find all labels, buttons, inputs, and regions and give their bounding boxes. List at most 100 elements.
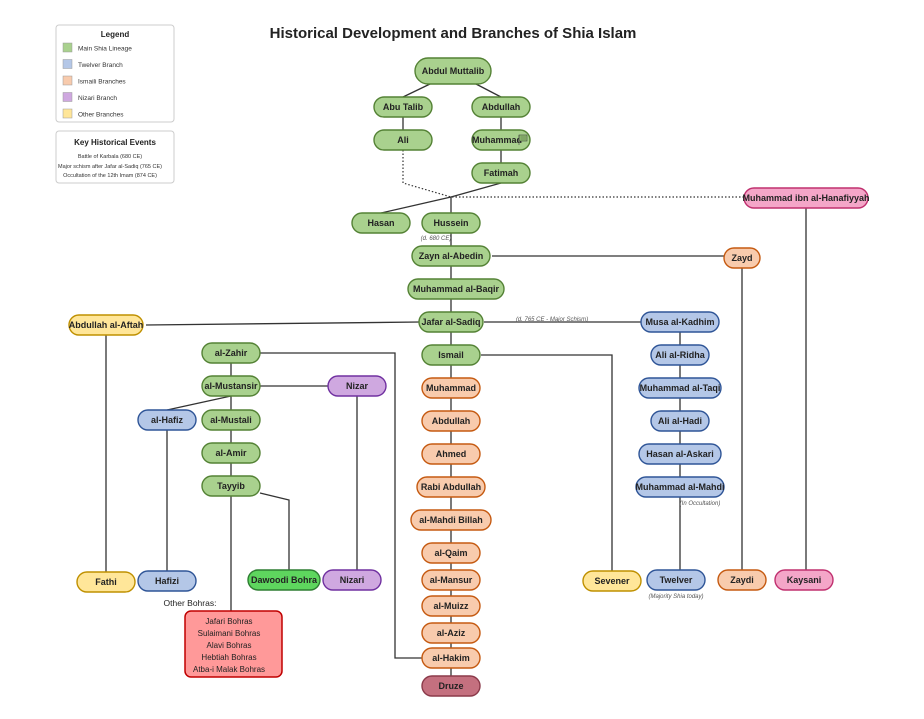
legend-swatch <box>62 42 73 53</box>
node-label: Zaydi <box>730 575 754 585</box>
bohra-hebtiah: Hebtiah Bohras <box>201 653 256 662</box>
node-box <box>421 622 481 644</box>
node-label: Muhammad <box>472 135 522 145</box>
node-nizari: Nizari <box>322 569 382 591</box>
node-mustali: al-Mustali <box>201 409 261 431</box>
node-abdul-muttalib: Abdul Muttalib <box>414 57 492 85</box>
node-box <box>471 162 531 184</box>
node-label: Muhammad al-Mahdi <box>635 482 724 492</box>
node-box <box>640 311 720 333</box>
node-box <box>638 443 722 465</box>
node-box <box>421 212 481 234</box>
node-aftah: Abdullah al-Aftah <box>68 314 144 336</box>
node-label: al-Hafiz <box>151 415 184 425</box>
event-schism: Major schism after Jafar al-Sadiq (765 C… <box>58 164 162 170</box>
node-box <box>201 375 261 397</box>
node-box <box>421 647 481 669</box>
node-box <box>68 314 144 336</box>
edge-muttalib-abutalib <box>402 83 431 98</box>
node-box <box>373 129 433 151</box>
node-hafiz: al-Hafiz <box>137 409 197 431</box>
node-label: Hussein <box>433 218 468 228</box>
legend-label: Other Branches <box>78 112 124 119</box>
legend-title: Legend <box>101 30 130 39</box>
node-label: al-Mahdi Billah <box>419 515 483 525</box>
node-askari: Hasan al-Askari <box>638 443 722 465</box>
node-label: Nizari <box>340 575 365 585</box>
node-box <box>421 569 481 591</box>
node-amir: al-Amir <box>201 442 261 464</box>
node-label: Zayd <box>731 253 752 263</box>
other-bohras-box <box>184 610 283 678</box>
note-hussein: (d. 680 CE) <box>421 236 452 242</box>
legend-swatch <box>62 59 73 69</box>
node-druze: Druze <box>421 675 481 697</box>
node-box <box>327 375 387 397</box>
node-box <box>416 476 486 498</box>
node-box <box>421 377 481 399</box>
node-box <box>650 344 710 366</box>
node-tayyib: Tayyib <box>201 475 261 497</box>
node-label: Tayyib <box>217 481 245 491</box>
page-title: Historical Development and Branches of S… <box>270 25 637 42</box>
node-label: Abdullah <box>482 102 521 112</box>
edge-muttalib-abdullah <box>475 83 502 98</box>
node-label: Druze <box>438 681 463 691</box>
node-is-muhammad: Muhammad <box>421 377 481 399</box>
node-box <box>418 311 484 333</box>
other-bohras-title: Other Bohras: <box>164 598 217 608</box>
flag-icon <box>518 134 528 145</box>
node-label: al-Hakim <box>432 653 470 663</box>
node-box <box>723 247 761 269</box>
edge-ali-dotted <box>402 150 745 198</box>
event-occultation: Occultation of the 12th Imam (874 CE) <box>63 173 157 179</box>
node-label: Rabi Abdullah <box>421 482 481 492</box>
node-ahmed: Ahmed <box>421 443 481 465</box>
node-mansur: al-Mansur <box>421 569 481 591</box>
node-label: Muhammad al-Taqi <box>640 383 721 393</box>
node-label: al-Qaim <box>434 548 467 558</box>
node-box <box>717 569 767 591</box>
node-hasan: Hasan <box>351 212 411 234</box>
note-twelver: (Majority Shia today) <box>648 594 703 600</box>
node-label: Muhammad ibn al-Hanafiyyah <box>742 193 869 203</box>
events-title: Key Historical Events <box>74 138 156 147</box>
node-abu-talib: Abu Talib <box>373 96 433 118</box>
node-dawoodi: Dawoodi Bohra <box>247 569 321 591</box>
events-box <box>55 130 175 184</box>
node-box <box>421 344 481 366</box>
node-label: Hasan al-Askari <box>646 449 714 459</box>
node-label: Fathi <box>95 577 117 587</box>
edge-zahir-hakim <box>260 352 422 659</box>
node-label: Abdullah al-Aftah <box>69 320 144 330</box>
node-label: Hasan <box>367 218 394 228</box>
connectors <box>105 83 807 676</box>
node-sevener: Sevener <box>582 570 642 592</box>
node-label: al-Aziz <box>437 628 466 638</box>
node-box <box>407 278 505 300</box>
node-label: Abu Talib <box>383 102 424 112</box>
node-box <box>201 442 261 464</box>
legend-label: Main Shia Lineage <box>78 46 132 53</box>
node-label: Nizar <box>346 381 369 391</box>
node-box <box>582 570 642 592</box>
node-label: Zayn al-Abedin <box>419 251 484 261</box>
node-box <box>201 475 261 497</box>
node-hakim: al-Hakim <box>421 647 481 669</box>
node-box <box>76 571 136 593</box>
node-box <box>201 342 261 364</box>
node-box <box>635 476 725 498</box>
node-label: Muhammad al-Baqir <box>413 284 500 294</box>
legend-label: Nizari Branch <box>78 95 117 102</box>
node-qaim: al-Qaim <box>421 542 481 564</box>
node-box <box>421 410 481 432</box>
node-mustansir: al-Mustansir <box>201 375 261 397</box>
node-kadhim: Musa al-Kadhim <box>640 311 720 333</box>
node-box <box>201 409 261 431</box>
node-zayd: Zayd <box>723 247 761 269</box>
node-label: Sevener <box>594 576 630 586</box>
bohra-alavi: Alavi Bohras <box>207 641 252 650</box>
node-label: Ismail <box>438 350 464 360</box>
